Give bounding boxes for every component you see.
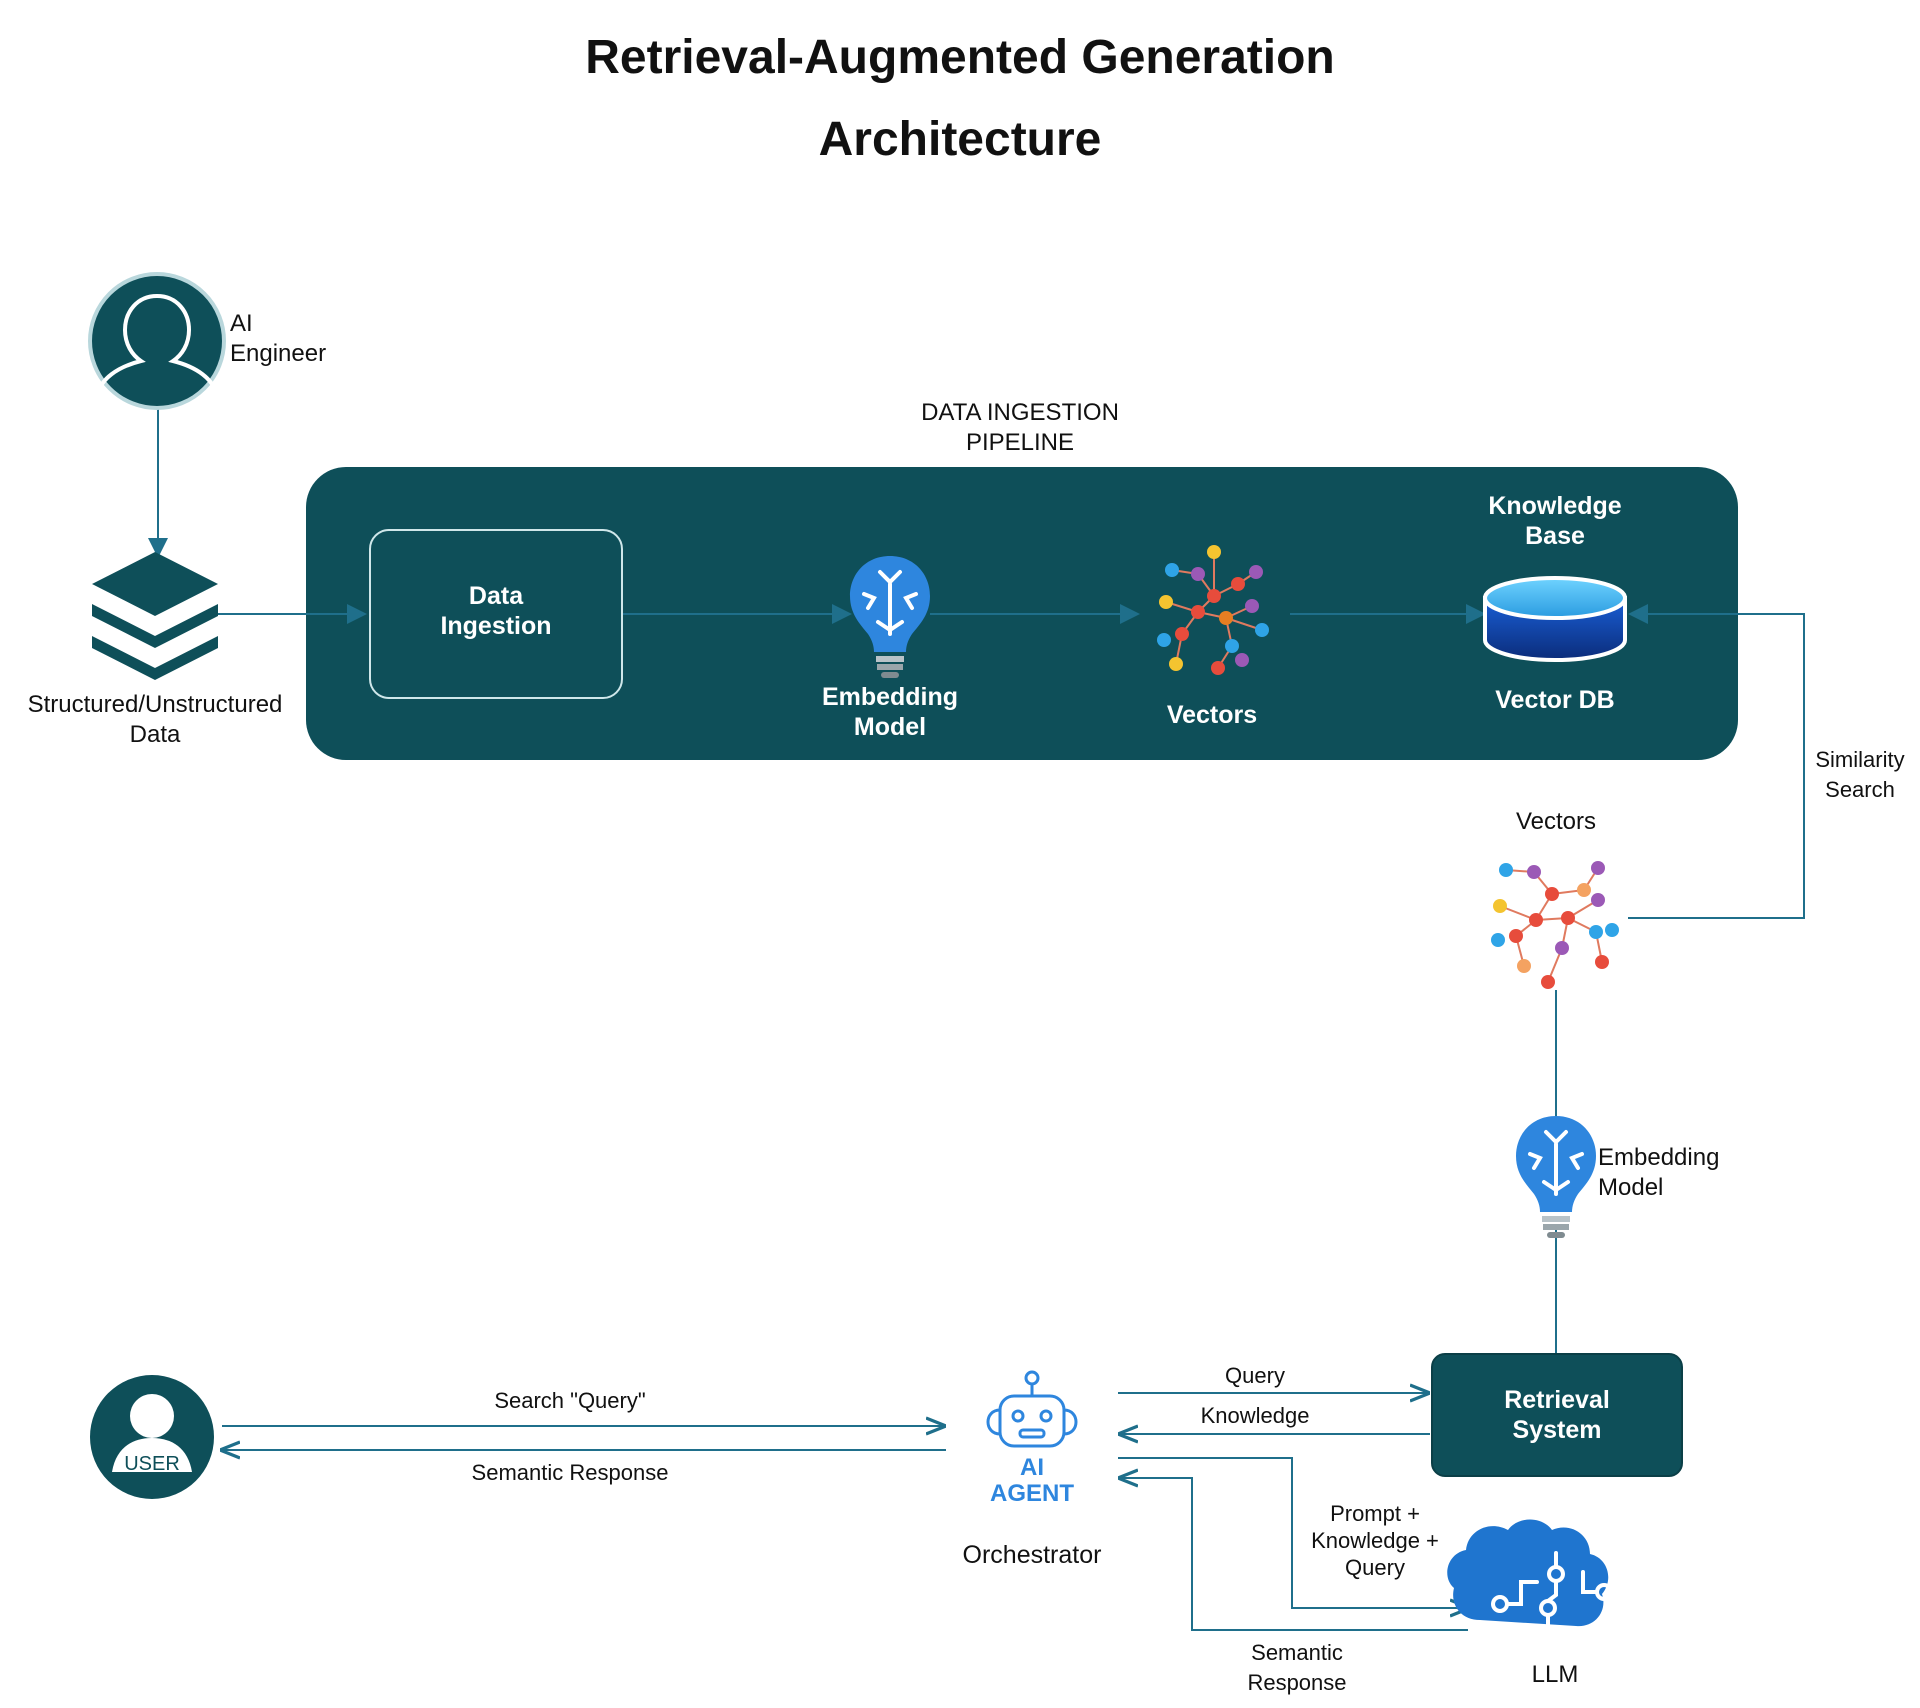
vectors-network-icon [1157, 545, 1269, 675]
retrieval-system-label-line2: System [1512, 1416, 1602, 1444]
ai-agent-label-line1: AI [1020, 1454, 1044, 1481]
knowledge-label: Knowledge [1200, 1403, 1310, 1428]
prompt-label: Prompt + Knowledge + Query [1300, 1500, 1450, 1581]
layers-icon [92, 552, 218, 680]
user-icon [90, 1375, 214, 1499]
ai-engineer-label-line2: Engineer [230, 340, 327, 367]
llm-response-label-line2: Response [1247, 1670, 1347, 1695]
ai-engineer-icon [88, 272, 226, 410]
embedding-model-label: Embedding Model [790, 682, 990, 742]
ai-engineer-label-line1: AI [230, 310, 253, 337]
pipeline-heading-line2: PIPELINE [965, 429, 1075, 456]
data-ingestion-box [369, 529, 623, 699]
llm-response-label: Semantic Response [1222, 1638, 1372, 1698]
knowledge-base-label-line2: Base [1525, 522, 1585, 550]
semantic-response-label: Semantic Response [471, 1460, 669, 1485]
llm-brain-circuit-icon [1447, 1519, 1613, 1627]
retrieval-system-label-line1: Retrieval [1504, 1386, 1610, 1414]
vectors-label: Vectors [1166, 701, 1258, 729]
data-source-label-line2: Data [129, 721, 181, 748]
knowledge-base-label: Knowledge Base [1455, 491, 1655, 551]
similarity-search-label-line1: Similarity [1815, 747, 1905, 772]
query-vectors-network-icon [1491, 861, 1619, 989]
data-ingestion-label-line1: Data [468, 582, 524, 610]
vector-db-label: Vector DB [1495, 686, 1615, 714]
query-embedding-label-line1: Embedding [1598, 1144, 1720, 1171]
prompt-label-line1: Prompt + [1330, 1501, 1420, 1526]
orchestrator-label: Orchestrator [962, 1541, 1102, 1569]
pipeline-heading-line1: DATA INGESTION [921, 399, 1119, 426]
search-query-label: Search "Query" [494, 1388, 646, 1413]
query-label: Query [1225, 1363, 1285, 1388]
query-embedding-label: Embedding Model [1598, 1143, 1798, 1203]
embedding-model-icon [850, 556, 930, 678]
prompt-arrow [1118, 1457, 1468, 1608]
similarity-search-label: Similarity Search [1800, 745, 1920, 805]
prompt-label-line3: Query [1345, 1555, 1405, 1580]
similarity-search-label-line2: Search [1825, 777, 1895, 802]
data-source-label: Structured/Unstructured Data [10, 690, 300, 750]
query-embedding-model-icon [1516, 1116, 1596, 1238]
ai-engineer-label: AI Engineer [230, 309, 380, 369]
data-ingestion-label: Data Ingestion [369, 581, 623, 641]
diagram-title-line1: Retrieval-Augmented Generation [585, 31, 1335, 84]
ai-agent-label-line2: AGENT [990, 1480, 1074, 1507]
user-label: USER [124, 1453, 180, 1475]
vector-db-icon [1483, 576, 1627, 662]
retrieval-system-label: Retrieval System [1431, 1385, 1683, 1445]
pipeline-heading: DATA INGESTION PIPELINE [880, 398, 1160, 458]
query-vectors-label: Vectors [1515, 808, 1597, 835]
similarity-search-connector [1628, 604, 1805, 919]
llm-response-label-line1: Semantic [1251, 1640, 1343, 1665]
ai-agent-label: AI AGENT [962, 1455, 1102, 1507]
knowledge-base-label-line1: Knowledge [1488, 492, 1622, 520]
diagram-title-line2: Architecture [818, 113, 1102, 166]
query-embedding-label-line2: Model [1598, 1174, 1664, 1201]
embedding-model-label-line1: Embedding [821, 683, 959, 711]
data-source-label-line1: Structured/Unstructured [27, 691, 283, 718]
llm-label: LLM [1531, 1661, 1579, 1688]
embedding-model-label-line2: Model [853, 713, 927, 741]
ai-agent-robot-icon [986, 1370, 1078, 1448]
retrieval-system-box [1431, 1353, 1683, 1477]
data-ingestion-label-line2: Ingestion [440, 612, 552, 640]
prompt-label-line2: Knowledge + [1311, 1528, 1439, 1553]
llm-response-arrow [1120, 1478, 1468, 1631]
